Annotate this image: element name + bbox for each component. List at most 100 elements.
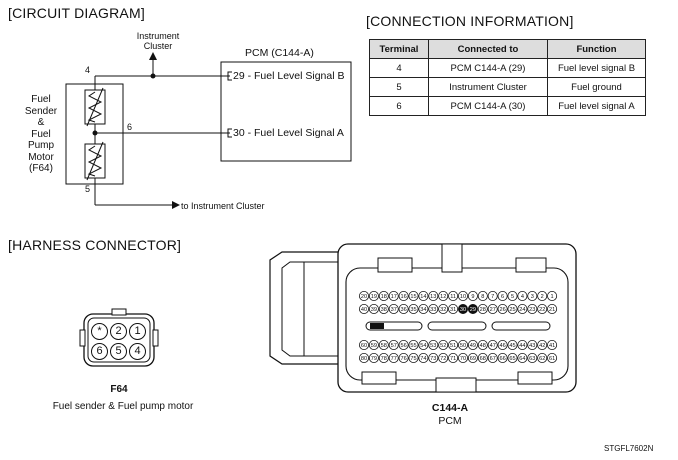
c144-pin	[398, 339, 409, 350]
c144-pin-label: 63	[529, 356, 535, 362]
c144-pin-label: 59	[371, 343, 377, 349]
c144-pin	[408, 303, 419, 314]
c144-pin	[467, 290, 478, 301]
f64-description: Fuel sender & Fuel pump motor	[52, 401, 194, 412]
c144-pin-label: 39	[371, 307, 377, 313]
c144-pin-label: 30	[460, 307, 466, 313]
c144-pin-label: 78	[381, 356, 387, 362]
c144-pin-label: 35	[410, 307, 416, 313]
c144-pin-label: 17	[391, 294, 397, 300]
to-cluster-label: to Instrument Cluster	[181, 201, 265, 211]
fuel-sender-label-line: Sender	[24, 105, 58, 117]
c144-pin	[448, 303, 459, 314]
table-cell: PCM C144-A (30)	[428, 96, 548, 116]
c144-pin	[547, 290, 558, 301]
c144-pin-label: 11	[450, 294, 456, 300]
c144-pin	[537, 303, 548, 314]
c144-pin	[487, 339, 498, 350]
f64-pin: 2	[110, 323, 127, 340]
c144-pin	[457, 352, 468, 363]
c144-pin-label: 61	[549, 356, 555, 362]
c144-pin	[388, 303, 399, 314]
c144-pin	[527, 339, 538, 350]
c144-pin	[428, 290, 439, 301]
c144-pin	[428, 339, 439, 350]
c144-pin-label: 21	[549, 307, 555, 313]
c144-pin	[507, 339, 518, 350]
c144-pin-label: 67	[490, 356, 496, 362]
c144-pin	[497, 290, 508, 301]
c144-pin	[438, 352, 449, 363]
c144-pin	[467, 303, 478, 314]
c144-pin	[547, 352, 558, 363]
c144-pin-label: 47	[490, 343, 496, 349]
c144-pin-label: 40	[361, 307, 367, 313]
c144-pin-label: 5	[511, 294, 514, 300]
c144-pin	[517, 290, 528, 301]
c144-pin-label: 2	[541, 294, 544, 300]
c144-pin	[527, 352, 538, 363]
table-cell: Instrument Cluster	[428, 77, 548, 97]
c144-pin-label: 16	[400, 294, 406, 300]
c144-pin-label: 45	[509, 343, 515, 349]
c144-pin-label: 46	[499, 343, 505, 349]
c144-pin-label: 65	[509, 356, 515, 362]
connection-info-title: [CONNECTION INFORMATION]	[366, 13, 574, 29]
c144-pin	[497, 303, 508, 314]
c144-pin	[358, 352, 369, 363]
c144-pin	[358, 339, 369, 350]
c144-pin	[438, 339, 449, 350]
c144-description: PCM	[438, 415, 462, 427]
c144-pin	[537, 339, 548, 350]
c144-pin	[378, 303, 389, 314]
c144-pin-label: 52	[440, 343, 446, 349]
table-cell: 6	[369, 96, 429, 116]
f64-pin: *	[91, 323, 108, 340]
c144-pin	[507, 290, 518, 301]
c144-pin-label: 66	[499, 356, 505, 362]
c144-pin	[537, 290, 548, 301]
c144-pin	[507, 352, 518, 363]
c144-pin	[487, 303, 498, 314]
c144-pin	[477, 339, 488, 350]
c144-pin-label: 31	[450, 307, 456, 313]
c144-pin-label: 68	[480, 356, 486, 362]
wire-5-label: 5	[85, 184, 91, 194]
c144-pin-label: 12	[440, 294, 446, 300]
f64-pin: 4	[129, 343, 146, 360]
table-cell: 4	[369, 58, 429, 78]
c144-pin	[487, 352, 498, 363]
c144-pin-label: 69	[470, 356, 476, 362]
c144-pin	[517, 339, 528, 350]
c144-pin	[448, 290, 459, 301]
c144-pin	[438, 303, 449, 314]
c144-pin-label: 23	[529, 307, 535, 313]
c144-pin	[388, 290, 399, 301]
c144-pin-label: 80	[361, 356, 367, 362]
c144-pin-label: 13	[430, 294, 436, 300]
c144-pin	[378, 339, 389, 350]
harness-connector-title: [HARNESS CONNECTOR]	[8, 237, 182, 253]
c144-pin-label: 77	[391, 356, 397, 362]
c144-pin-label: 76	[400, 356, 406, 362]
c144-pin-label: 6	[501, 294, 504, 300]
c144-pin-label: 62	[539, 356, 545, 362]
c144-pin	[517, 352, 528, 363]
c144-pin-label: 8	[481, 294, 484, 300]
c144-pin-label: 18	[381, 294, 387, 300]
fuel-sender-label-line: Motor	[28, 151, 54, 163]
c144-pin-label: 55	[410, 343, 416, 349]
c144-pin	[547, 339, 558, 350]
c144-pin-label: 58	[381, 343, 387, 349]
c144-pin-label: 44	[519, 343, 525, 349]
c144-pin	[517, 303, 528, 314]
c144-pin-label: 33	[430, 307, 436, 313]
c144-pin-label: 32	[440, 307, 446, 313]
c144-pin	[378, 352, 389, 363]
c144-pin-label: 37	[391, 307, 397, 313]
c144-pin-label: 73	[430, 356, 436, 362]
